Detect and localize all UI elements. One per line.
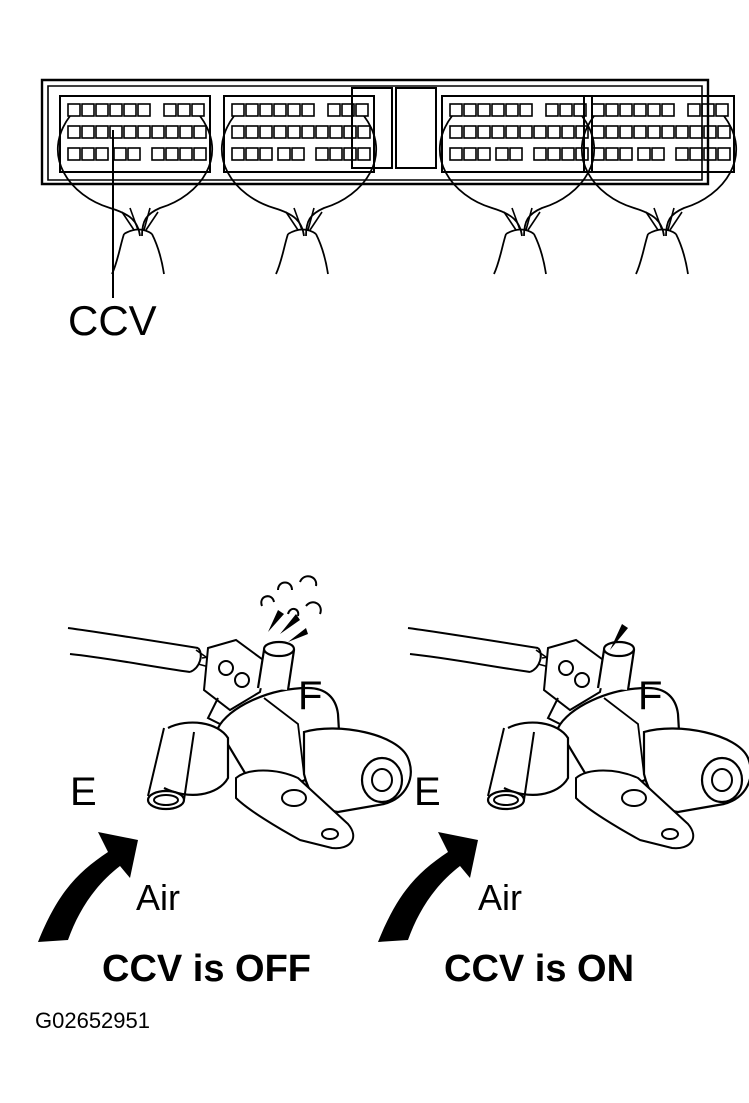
valve-on xyxy=(406,626,749,850)
state-caption-on: CCV is ON xyxy=(444,948,635,990)
port-e-label-off: E xyxy=(70,770,97,814)
ccv-connector-label: CCV xyxy=(68,297,157,344)
spray-off xyxy=(260,575,322,642)
drip-on xyxy=(610,624,628,650)
valve-off xyxy=(66,626,412,850)
port-e-label-on: E xyxy=(414,770,441,814)
air-arrow-off xyxy=(38,832,138,942)
state-caption-off: CCV is OFF xyxy=(102,948,312,990)
port-f-label-off: F xyxy=(298,674,323,718)
ecu-connector xyxy=(40,78,738,275)
air-label-on: Air xyxy=(478,877,522,918)
figure-code: G02652951 xyxy=(35,1008,150,1033)
air-label-off: Air xyxy=(136,877,180,918)
port-f-label-on: F xyxy=(638,674,663,718)
air-arrow-on xyxy=(378,832,478,942)
